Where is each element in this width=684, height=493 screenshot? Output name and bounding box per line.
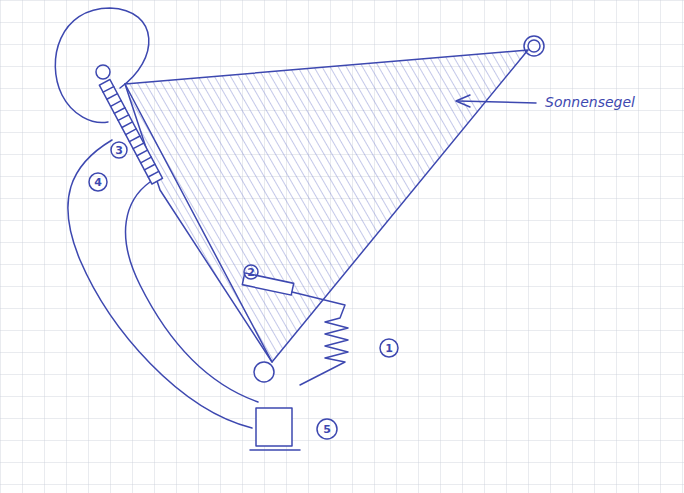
arrow-head <box>456 95 470 107</box>
callout-number: 5 <box>320 424 334 435</box>
spring <box>292 292 348 385</box>
callout-number: 3 <box>112 145 126 156</box>
pivot <box>96 65 110 79</box>
callout-number: 4 <box>91 177 105 188</box>
leader-arrow <box>458 101 536 103</box>
part-label: Sonnensegel <box>545 95 635 109</box>
arm-inner <box>126 182 258 402</box>
callout-circle <box>380 339 398 357</box>
sail-edge <box>125 84 272 362</box>
base-line <box>250 449 300 451</box>
rack <box>99 80 162 185</box>
callout-circle <box>317 419 337 439</box>
sun-sail <box>125 50 528 362</box>
block <box>256 408 292 446</box>
callout-circle <box>89 173 107 191</box>
pivot <box>528 40 540 52</box>
callout-number: 1 <box>382 343 396 354</box>
callout-circle <box>111 142 127 158</box>
callout-number: 2 <box>244 267 258 278</box>
pivot <box>524 36 544 56</box>
callout-circle <box>244 265 258 279</box>
pivot <box>254 362 274 382</box>
